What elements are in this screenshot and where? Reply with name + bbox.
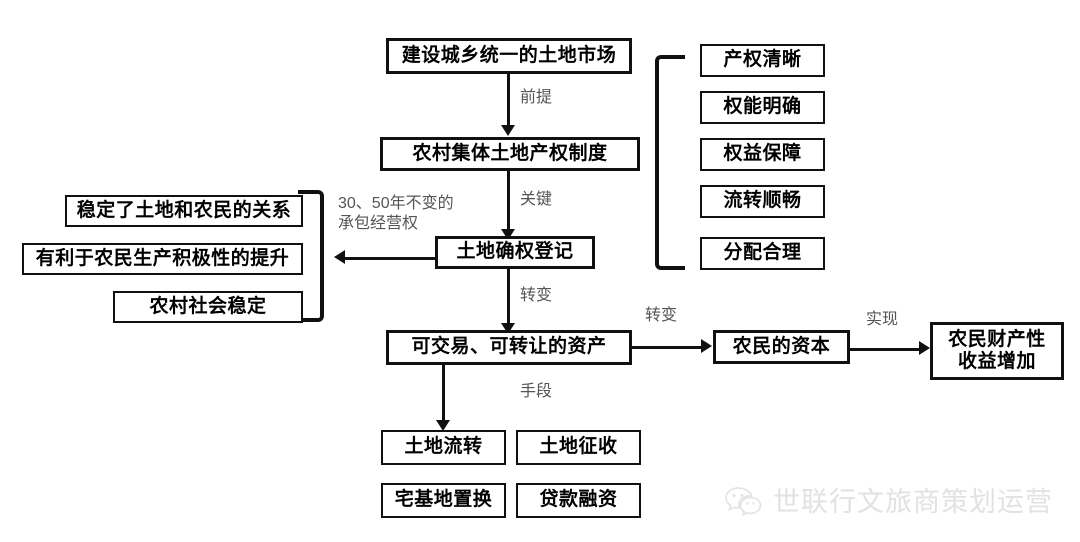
arrowhead-registration-to-asset bbox=[501, 323, 515, 334]
node-outcome-rural-social-stability: 农村社会稳定 bbox=[113, 291, 303, 323]
arrowhead-registration-to-left-group bbox=[334, 250, 345, 264]
arrowhead-asset-to-capital bbox=[701, 339, 712, 353]
node-rural-collective-land-property-system: 农村集体土地产权制度 bbox=[380, 137, 640, 171]
node-tradable-transferable-asset: 可交易、可转让的资产 bbox=[386, 330, 632, 365]
edge-label-contract-right: 30、50年不变的 承包经营权 bbox=[338, 195, 454, 232]
edge-system-to-registration bbox=[507, 171, 510, 231]
node-land-registration: 土地确权登记 bbox=[435, 236, 595, 269]
edge-label-premise: 前提 bbox=[520, 89, 553, 106]
watermark: 世联行文旅商策划运营 bbox=[723, 480, 1053, 519]
edge-capital-to-income bbox=[850, 348, 920, 351]
edge-label-transform-right: 转变 bbox=[645, 307, 678, 324]
left-group-bracket bbox=[298, 190, 324, 322]
edge-market-to-system bbox=[507, 74, 510, 126]
node-outcome-boost-production-enthusiasm: 有利于农民生产积极性的提升 bbox=[22, 243, 303, 275]
arrowhead-system-to-registration bbox=[501, 229, 515, 240]
node-farmer-capital: 农民的资本 bbox=[713, 330, 850, 364]
edge-label-means: 手段 bbox=[520, 383, 553, 400]
node-attr-clear-property-rights: 产权清晰 bbox=[700, 44, 825, 77]
node-means-homestead-exchange: 宅基地置换 bbox=[381, 483, 506, 518]
node-attr-reasonable-distribution: 分配合理 bbox=[700, 237, 825, 270]
edge-label-key: 关键 bbox=[520, 191, 553, 208]
node-attr-rights-protection: 权益保障 bbox=[700, 138, 825, 171]
node-land-market: 建设城乡统一的土地市场 bbox=[386, 38, 632, 74]
edge-asset-to-capital bbox=[632, 346, 702, 349]
edge-label-realize: 实现 bbox=[866, 311, 899, 328]
edge-asset-to-means bbox=[442, 365, 445, 422]
node-means-land-transfer: 土地流转 bbox=[381, 430, 506, 465]
watermark-text: 世联行文旅商策划运营 bbox=[773, 487, 1053, 517]
node-means-land-expropriation: 土地征收 bbox=[516, 430, 641, 465]
node-farmer-property-income-increase: 农民财产性 收益增加 bbox=[930, 322, 1064, 380]
edge-label-transform-down: 转变 bbox=[520, 287, 553, 304]
node-outcome-stable-land-farmer-relation: 稳定了土地和农民的关系 bbox=[65, 195, 303, 227]
arrowhead-asset-to-means bbox=[436, 420, 450, 431]
right-group-bracket bbox=[655, 55, 685, 270]
edge-registration-to-asset bbox=[507, 269, 510, 325]
wechat-icon bbox=[723, 484, 763, 516]
arrowhead-market-to-system bbox=[501, 125, 515, 136]
node-attr-clear-powers: 权能明确 bbox=[700, 91, 825, 124]
edge-registration-to-left-group bbox=[345, 257, 437, 260]
arrowhead-capital-to-income bbox=[919, 341, 930, 355]
node-means-loan-financing: 贷款融资 bbox=[516, 483, 641, 518]
node-attr-smooth-circulation: 流转顺畅 bbox=[700, 185, 825, 218]
